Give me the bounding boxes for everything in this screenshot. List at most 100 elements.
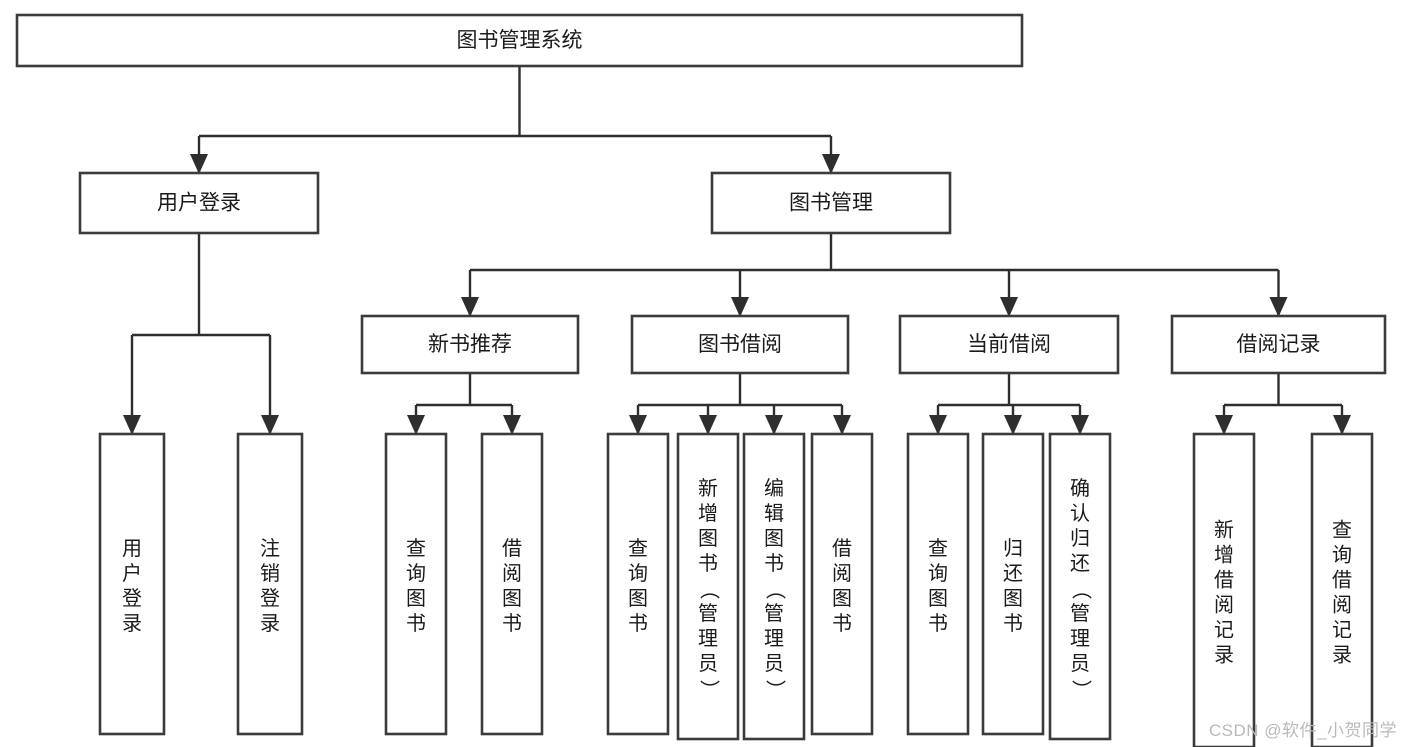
node-label-char: 询 — [628, 562, 648, 585]
node-label-char: 员 — [1070, 653, 1090, 675]
node-label-char: 登 — [260, 587, 280, 610]
node-book-manage[interactable]: 图书管理 — [710, 171, 952, 235]
node-box-book-borrow[interactable] — [630, 314, 850, 375]
arrow-head-icon — [190, 154, 208, 174]
node-label-char: 录 — [260, 613, 280, 635]
node-label-char: 图 — [406, 588, 426, 610]
node-label-char: 还 — [1003, 562, 1023, 585]
node-box-brw-edit-book[interactable] — [742, 432, 806, 741]
node-label-char: 录 — [1332, 644, 1352, 666]
arrow-head-icon — [407, 415, 425, 435]
node-label-char: 记 — [1332, 618, 1352, 641]
node-box-brw-borrow-book[interactable] — [810, 432, 874, 736]
arrow-head-icon — [1333, 415, 1351, 435]
node-box-brw-add-book[interactable] — [676, 432, 740, 741]
arrow-head-icon — [731, 297, 749, 317]
arrow-head-icon — [833, 415, 851, 435]
node-label-char: 管 — [698, 602, 718, 625]
node-label-char: （ — [1070, 580, 1093, 600]
arrow-head-icon — [123, 415, 141, 435]
node-box-rec-borrow-book[interactable] — [480, 432, 544, 736]
node-box-root[interactable] — [15, 13, 1024, 68]
node-label-char: 书 — [698, 552, 718, 575]
node-label-book-borrow: 图书借阅 — [698, 333, 782, 356]
node-label-root: 图书管理系统 — [457, 29, 583, 52]
node-label-char: 用 — [122, 538, 142, 560]
node-label-char: 图 — [928, 588, 948, 610]
node-new-book-rec[interactable]: 新书推荐 — [360, 314, 580, 375]
node-label-char: 理 — [1070, 628, 1090, 650]
node-label-char: 新 — [1214, 518, 1234, 541]
node-root[interactable]: 图书管理系统 — [15, 13, 1024, 68]
node-label-char: 书 — [406, 612, 426, 635]
node-label-char: 图 — [832, 588, 852, 610]
node-label-char: 图 — [628, 588, 648, 610]
node-label-char: 阅 — [502, 562, 522, 585]
node-label-char: 查 — [406, 537, 426, 560]
node-label-char: 借 — [502, 537, 522, 560]
node-box-login-do[interactable] — [98, 432, 166, 736]
node-box-cur-confirm-ret[interactable] — [1048, 432, 1112, 741]
node-label-borrow-record: 借阅记录 — [1237, 333, 1321, 356]
node-label-char: 录 — [122, 613, 142, 635]
node-box-user-login[interactable] — [78, 171, 320, 235]
node-box-book-manage[interactable] — [710, 171, 952, 235]
arrow-head-icon — [699, 415, 717, 435]
node-box-rec-query-record[interactable] — [1310, 432, 1374, 747]
node-label-book-manage: 图书管理 — [789, 192, 873, 215]
node-label-char: 新 — [698, 477, 718, 500]
node-box-new-book-rec[interactable] — [360, 314, 580, 375]
node-label-char: 还 — [1070, 552, 1090, 575]
node-label-char: 书 — [1003, 612, 1023, 635]
node-box-logout-do[interactable] — [236, 432, 304, 736]
node-label-char: 录 — [1214, 644, 1234, 666]
arrow-head-icon — [1269, 297, 1288, 317]
node-label-char: 询 — [1332, 543, 1352, 566]
node-book-borrow[interactable]: 图书借阅 — [630, 314, 850, 375]
node-label-new-book-rec: 新书推荐 — [428, 333, 512, 356]
node-label-char: 书 — [502, 612, 522, 635]
node-label-char: 记 — [1214, 618, 1234, 641]
node-box-brw-query-book[interactable] — [606, 432, 670, 736]
node-label-char: 户 — [122, 562, 142, 585]
node-box-borrow-record[interactable] — [1170, 314, 1387, 375]
node-box-current-borrow[interactable] — [898, 314, 1120, 375]
node-label-char: 图 — [764, 528, 784, 550]
node-label-char: 书 — [628, 612, 648, 635]
node-label-char: ） — [764, 680, 787, 700]
node-label-char: 书 — [832, 612, 852, 635]
node-label-char: 理 — [764, 628, 784, 650]
node-label-char: 认 — [1070, 502, 1090, 525]
node-label-char: 理 — [698, 628, 718, 650]
node-label-char: 查 — [928, 537, 948, 560]
connectors-layer — [123, 66, 1351, 435]
node-label-char: （ — [698, 580, 721, 600]
node-box-rec-add-record[interactable] — [1192, 432, 1256, 747]
node-user-login[interactable]: 用户登录 — [78, 171, 320, 235]
node-label-char: ） — [698, 680, 721, 700]
node-login-do[interactable]: 用户登录 — [98, 432, 166, 736]
node-box-cur-query-book[interactable] — [906, 432, 970, 736]
arrow-head-icon — [503, 415, 521, 435]
node-label-char: 借 — [1214, 568, 1234, 591]
node-box-cur-return-book[interactable] — [981, 432, 1045, 736]
node-label-char: 询 — [928, 562, 948, 585]
node-borrow-record[interactable]: 借阅记录 — [1170, 314, 1387, 375]
node-box-rec-query-book[interactable] — [384, 432, 448, 736]
node-current-borrow[interactable]: 当前借阅 — [898, 314, 1120, 375]
arrow-head-icon — [461, 297, 479, 317]
